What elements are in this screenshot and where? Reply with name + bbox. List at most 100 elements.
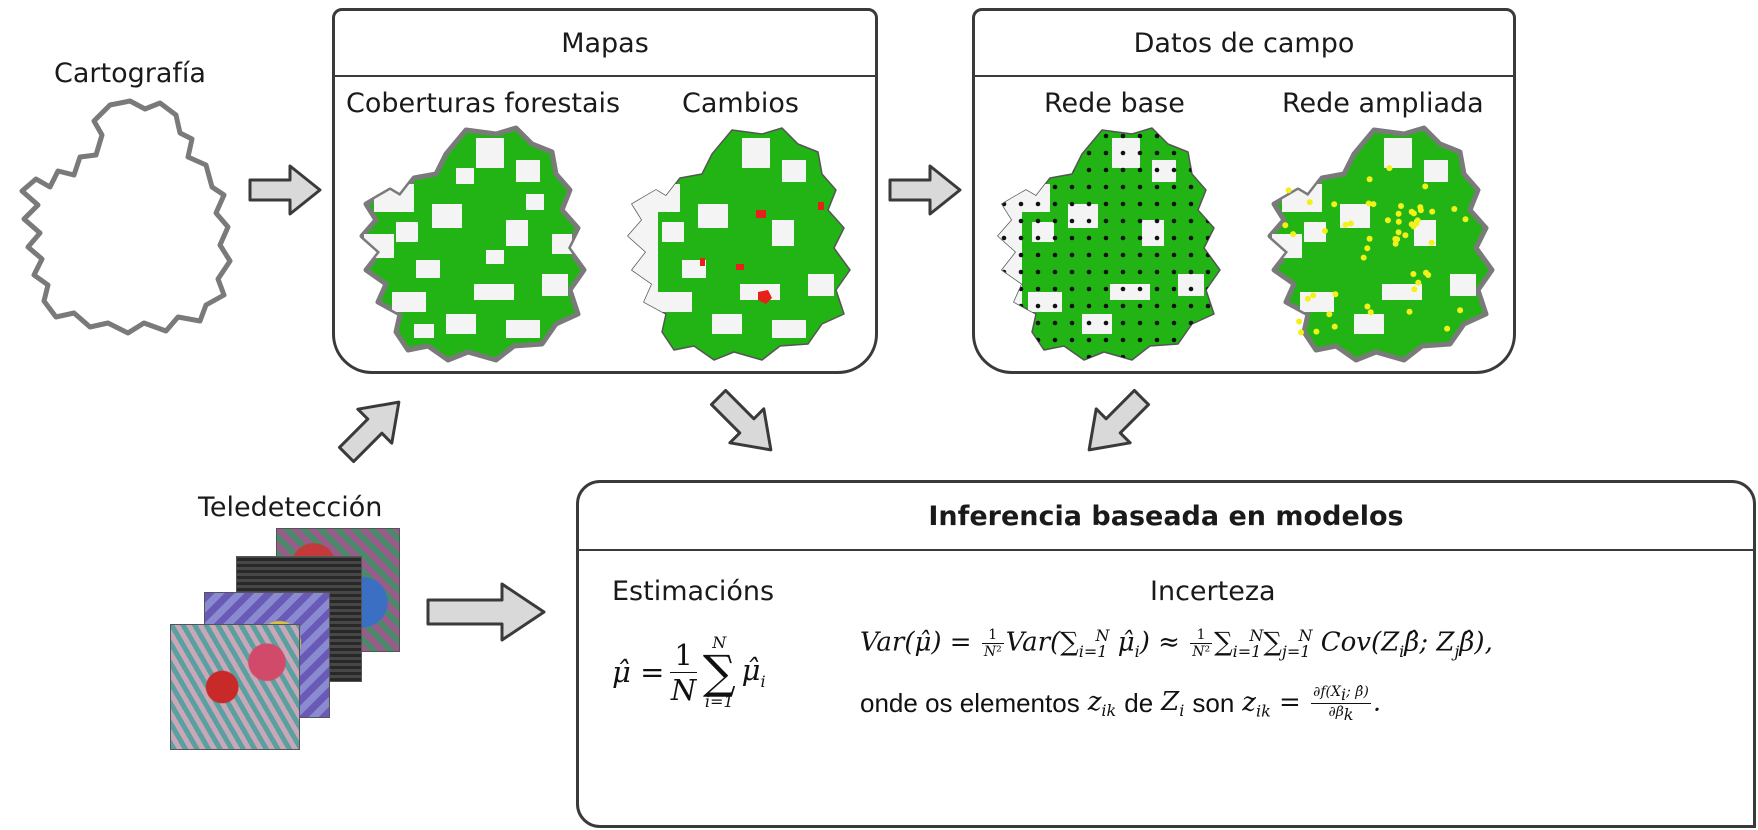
base-sample-point xyxy=(1086,269,1092,275)
base-sample-point xyxy=(1154,150,1160,156)
base-sample-point xyxy=(1069,337,1075,343)
base-sample-point xyxy=(1069,269,1075,275)
base-sample-point xyxy=(1052,269,1058,275)
base-sample-point xyxy=(1001,235,1007,241)
extended-sample-point xyxy=(1408,208,1415,215)
extended-sample-point xyxy=(1331,201,1338,208)
base-sample-point xyxy=(1035,269,1041,275)
extended-sample-point xyxy=(1395,210,1402,217)
base-sample-point xyxy=(1171,150,1177,156)
base-sample-point xyxy=(1103,269,1109,275)
datos-campo-header: Datos de campo xyxy=(975,11,1513,77)
arrow-teledeteccion-to-mapas xyxy=(337,400,401,464)
base-sample-point xyxy=(1154,320,1160,326)
base-sample-point xyxy=(1120,286,1126,292)
base-sample-point xyxy=(1069,150,1075,156)
base-sample-point xyxy=(1188,133,1194,139)
extended-sample-point xyxy=(1423,269,1429,276)
extended-sample-point xyxy=(1296,318,1303,325)
arrow-cartografia-to-mapas xyxy=(248,164,322,216)
extended-sample-point xyxy=(1395,229,1402,236)
base-sample-point xyxy=(1018,218,1024,224)
base-sample-point xyxy=(1052,150,1058,156)
base-sample-point xyxy=(1035,354,1041,360)
extended-sample-point xyxy=(1304,295,1311,302)
extended-sample-point xyxy=(1366,176,1373,183)
base-sample-point xyxy=(1052,218,1058,224)
base-sample-point xyxy=(1137,184,1143,190)
arrow-mapas-to-datos xyxy=(888,164,962,216)
extended-sample-point xyxy=(1366,235,1373,242)
arrow-teledeteccion-to-inferencia xyxy=(426,582,546,642)
base-sample-point xyxy=(1035,252,1041,258)
extended-sample-point xyxy=(1415,279,1422,286)
base-sample-point xyxy=(1052,201,1058,207)
base-sample-point xyxy=(1035,201,1041,207)
base-sample-point xyxy=(1001,252,1007,258)
base-sample-point xyxy=(1018,184,1024,190)
extended-sample-point xyxy=(1347,220,1354,227)
base-sample-point xyxy=(1205,269,1211,275)
base-sample-point xyxy=(1171,235,1177,241)
base-sample-point xyxy=(1018,167,1024,173)
base-sample-point xyxy=(1171,167,1177,173)
elements-text-1: onde os elementos xyxy=(860,687,1080,718)
base-sample-point xyxy=(1120,201,1126,207)
base-sample-point xyxy=(1035,320,1041,326)
base-sample-point xyxy=(1052,303,1058,309)
base-sample-point xyxy=(1137,269,1143,275)
base-sample-point xyxy=(1120,167,1126,173)
base-sample-point xyxy=(1154,184,1160,190)
base-sample-point xyxy=(1086,167,1092,173)
base-sample-point xyxy=(1086,218,1092,224)
base-sample-point xyxy=(1120,235,1126,241)
extended-sample-point xyxy=(1462,216,1469,223)
base-sample-point xyxy=(1154,252,1160,258)
base-sample-point xyxy=(1086,303,1092,309)
base-sample-point xyxy=(1120,150,1126,156)
base-sample-point xyxy=(1001,354,1007,360)
extended-sample-point xyxy=(1365,200,1372,207)
base-sample-point xyxy=(1052,235,1058,241)
rede-base-map xyxy=(997,127,1221,361)
extended-sample-point xyxy=(1392,236,1399,242)
rede-base-label: Rede base xyxy=(1044,88,1185,119)
extended-sample-point xyxy=(1410,271,1417,277)
base-sample-point xyxy=(1188,286,1194,292)
base-sample-point xyxy=(1137,286,1143,292)
base-sample-point xyxy=(1001,286,1007,292)
base-sample-point xyxy=(1103,303,1109,309)
base-sample-point xyxy=(1171,286,1177,292)
estimacions-label: Estimacións xyxy=(612,576,775,607)
extended-sample-point xyxy=(1429,208,1436,215)
base-sample-point xyxy=(1154,269,1160,275)
base-sample-point xyxy=(1052,252,1058,258)
base-sample-point xyxy=(1188,337,1194,343)
mapas-title: Mapas xyxy=(561,27,649,59)
base-sample-point xyxy=(1188,184,1194,190)
base-sample-point xyxy=(1171,184,1177,190)
base-sample-point xyxy=(1120,320,1126,326)
base-sample-point xyxy=(1035,218,1041,224)
extended-sample-point xyxy=(1313,328,1320,335)
base-sample-point xyxy=(1120,303,1126,309)
coberturas-label: Coberturas forestais xyxy=(346,88,621,119)
extended-sample-point xyxy=(1285,187,1292,194)
base-sample-point xyxy=(1205,201,1211,207)
base-sample-point xyxy=(1188,354,1194,360)
base-sample-point xyxy=(1120,184,1126,190)
base-sample-point xyxy=(1103,235,1109,241)
base-sample-point xyxy=(1103,184,1109,190)
base-sample-point xyxy=(1035,150,1041,156)
extended-sample-point xyxy=(1306,199,1313,206)
base-sample-point xyxy=(1154,201,1160,207)
rede-ampliada-label: Rede ampliada xyxy=(1282,88,1484,119)
change-patches xyxy=(700,202,824,304)
base-sample-point xyxy=(1103,167,1109,173)
base-sample-point xyxy=(1035,184,1041,190)
base-sample-point xyxy=(1052,354,1058,360)
cartografia-label: Cartografía xyxy=(54,58,206,89)
extended-sample-point xyxy=(1451,206,1458,212)
base-sample-point xyxy=(1137,133,1143,139)
inferencia-title: Inferencia baseada en modelos xyxy=(928,500,1404,532)
